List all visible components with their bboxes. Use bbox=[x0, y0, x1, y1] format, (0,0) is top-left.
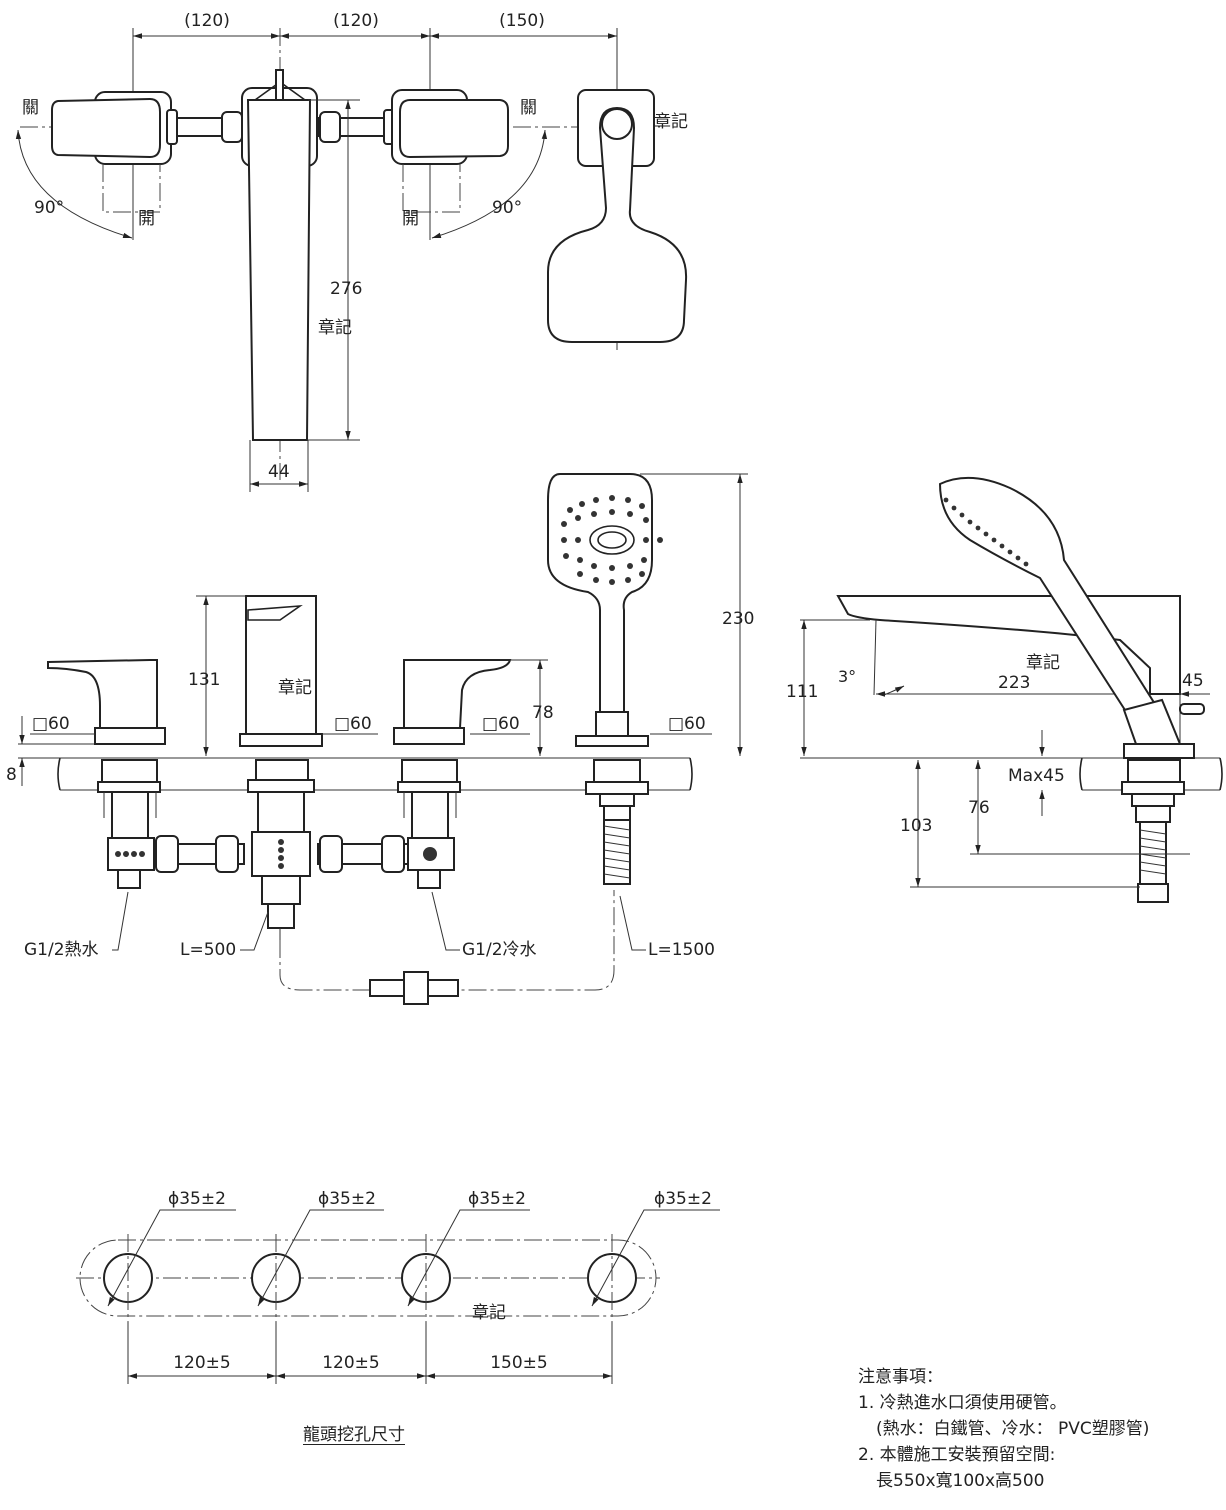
dim-top-1: (120) bbox=[184, 11, 230, 31]
dim-top-2: (120) bbox=[333, 11, 379, 31]
spout-top bbox=[246, 99, 312, 441]
side-max-deck: Max45 bbox=[1008, 766, 1065, 786]
spout-logo: 章記 bbox=[318, 318, 352, 338]
side-height-dim: 111 bbox=[786, 682, 818, 702]
side-depth-dim: 45 bbox=[1182, 671, 1204, 691]
base-label-2: □60 bbox=[334, 714, 372, 734]
spout-length-dim: 276 bbox=[330, 279, 362, 299]
note-1-detail: (熱水：白鐵管、冷水： PVC塑膠管) bbox=[876, 1419, 1150, 1439]
notes-heading: 注意事項： bbox=[858, 1367, 943, 1387]
cold-inlet-label: G1/2冷水 bbox=[462, 940, 537, 960]
front-right-handle bbox=[403, 659, 512, 729]
hose-right-label: L=1500 bbox=[648, 940, 715, 960]
notes: 注意事項： 1. 冷熱進水口須使用硬管。 (熱水：白鐵管、冷水： PVC塑膠管)… bbox=[858, 1364, 1149, 1494]
hole-layout-logo: 章記 bbox=[472, 1303, 506, 1323]
front-spout-logo: 章記 bbox=[278, 678, 312, 698]
dim-top-3: (150) bbox=[499, 11, 545, 31]
side-logo: 章記 bbox=[1026, 653, 1060, 673]
close-label-left: 關 bbox=[22, 98, 39, 118]
hose-left-label: L=500 bbox=[180, 940, 236, 960]
base-label-3: □60 bbox=[482, 714, 520, 734]
hole-layout: ϕ35±2 ϕ35±2 ϕ35±2 ϕ35±2 章記 120±5 120±5 1… bbox=[76, 1189, 720, 1384]
handle-height-dim: 78 bbox=[532, 703, 554, 723]
note-1: 1. 冷熱進水口須使用硬管。 bbox=[858, 1393, 1067, 1413]
hole-diameter-2: ϕ35±2 bbox=[318, 1189, 376, 1209]
side-103-dim: 103 bbox=[900, 816, 932, 836]
angle-label-right: 90° bbox=[492, 198, 522, 218]
side-76-dim: 76 bbox=[968, 798, 990, 818]
hot-inlet-label: G1/2熱水 bbox=[24, 940, 99, 960]
top-view: (120) (120) (150) 關 開 90° 章記 276 bbox=[15, 11, 688, 492]
shower-holder-logo: 章記 bbox=[654, 112, 688, 132]
right-handle-lever bbox=[399, 99, 509, 159]
front-left-handle bbox=[47, 659, 158, 729]
base-label-4: □60 bbox=[668, 714, 706, 734]
side-view: 111 3° 223 章記 45 Max45 bbox=[786, 476, 1223, 903]
hole-layout-title: 龍頭挖孔尺寸 bbox=[303, 1425, 405, 1445]
note-2: 2. 本體施工安裝預留空間: bbox=[858, 1445, 1056, 1465]
hole-diameter-4: ϕ35±2 bbox=[654, 1189, 712, 1209]
side-angle-label: 3° bbox=[838, 667, 856, 686]
spacing-3: 150±5 bbox=[490, 1353, 548, 1373]
spout-width-dim: 44 bbox=[268, 462, 290, 482]
deck-thickness-dim: 8 bbox=[6, 765, 17, 785]
angle-label-left: 90° bbox=[34, 198, 64, 218]
shower-height-dim: 230 bbox=[722, 609, 754, 629]
open-label-left: 開 bbox=[138, 209, 155, 229]
base-label-1: □60 bbox=[32, 714, 70, 734]
note-2-detail: 長550x寬100x高500 bbox=[876, 1471, 1045, 1491]
hole-diameter-1: ϕ35±2 bbox=[168, 1189, 226, 1209]
hand-shower-front bbox=[547, 473, 653, 713]
hand-shower-top bbox=[547, 106, 688, 343]
front-view: 8 □60 章記 131 □60 bbox=[6, 473, 754, 1005]
hole-diameter-3: ϕ35±2 bbox=[468, 1189, 526, 1209]
side-reach-dim: 223 bbox=[998, 673, 1030, 693]
left-handle-lever bbox=[51, 97, 161, 159]
spacing-2: 120±5 bbox=[322, 1353, 380, 1373]
spout-height-dim: 131 bbox=[188, 670, 220, 690]
close-label-right: 關 bbox=[520, 98, 537, 118]
spacing-1: 120±5 bbox=[173, 1353, 231, 1373]
open-label-right: 開 bbox=[402, 209, 419, 229]
front-spout bbox=[245, 595, 317, 735]
